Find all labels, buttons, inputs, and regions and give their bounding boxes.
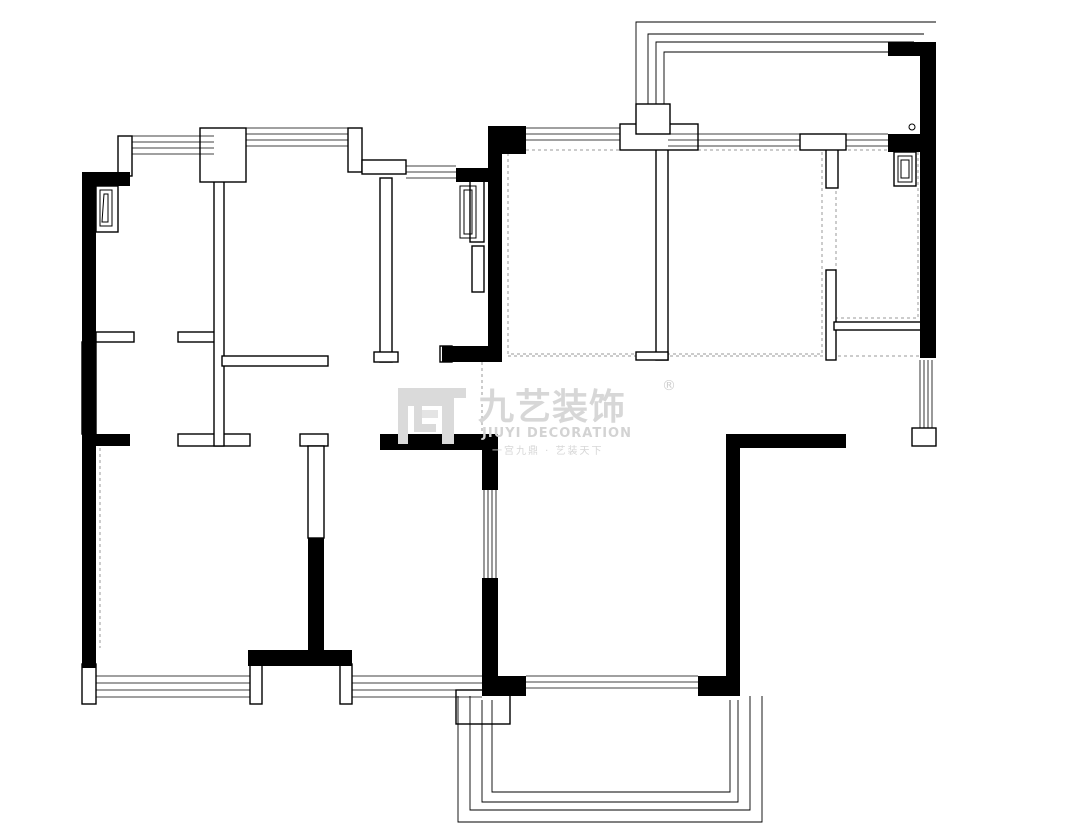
wall-solid-8 <box>482 578 498 696</box>
wall-solid-12 <box>888 134 936 152</box>
balcony-south-frame-2 <box>481 700 739 803</box>
balcony-north-frame-1 <box>647 33 924 104</box>
wall-solid-13 <box>726 434 846 448</box>
partition-14 <box>825 269 837 361</box>
watermark: 九艺装饰 ® JIUYI DECORATION 一宫九鼎 · 艺装天下 <box>392 378 692 462</box>
watermark-brand-en: JIUYI DECORATION <box>482 426 632 441</box>
wall-solid-19 <box>82 434 96 448</box>
partition-19 <box>347 127 363 173</box>
load-bearing-walls <box>82 42 936 696</box>
partition-20 <box>361 159 407 175</box>
sink-icon <box>99 189 113 227</box>
partition-29 <box>893 151 917 187</box>
partition-11 <box>635 351 669 361</box>
cabinet-icon <box>459 185 477 239</box>
watermark-brand-cn: 九艺装饰 <box>478 387 627 428</box>
wall-solid-0 <box>82 172 96 668</box>
wall-solid-1 <box>82 172 130 186</box>
partition-21 <box>117 135 133 177</box>
partition-4 <box>221 355 329 367</box>
partition-12 <box>825 145 839 189</box>
thin-walls-and-windows <box>81 21 937 823</box>
partition-1 <box>177 331 217 343</box>
partition-10 <box>655 145 669 361</box>
watermark-registered-mark: ® <box>662 378 676 394</box>
wall-solid-11 <box>920 42 936 358</box>
wall-solid-14 <box>726 434 740 696</box>
partition-18 <box>199 127 247 183</box>
wall-solid-17 <box>308 538 324 650</box>
partition-30 <box>911 427 937 447</box>
partition-6 <box>373 351 399 363</box>
partition-5 <box>379 177 393 363</box>
dashed-room-0 <box>507 149 659 355</box>
partition-17 <box>635 103 671 135</box>
balcony-south-frame-0 <box>457 696 763 823</box>
partition-23 <box>339 663 353 705</box>
partition-27 <box>471 245 485 293</box>
wall-solid-4 <box>456 168 488 182</box>
balcony-north-frame-2 <box>655 41 914 104</box>
partition-13 <box>799 133 847 151</box>
fixtures <box>99 123 916 239</box>
wall-solid-18 <box>96 434 130 446</box>
dashed-room-2 <box>835 149 919 319</box>
wall-solid-7 <box>482 434 498 490</box>
watermark-slogan: 一宫九鼎 · 艺装天下 <box>492 446 604 457</box>
partition-3 <box>213 175 225 447</box>
balcony-north-frame-0 <box>635 21 936 104</box>
dashed-room-1 <box>667 149 823 355</box>
drain-icon <box>908 123 916 131</box>
wall-solid-9 <box>482 676 526 696</box>
balcony-north-frame-3 <box>663 51 888 104</box>
wall-solid-5 <box>442 346 502 362</box>
partition-9 <box>307 445 325 539</box>
washer-icon <box>897 155 913 183</box>
balcony-south-frame-3 <box>491 700 731 793</box>
partition-15 <box>833 321 923 331</box>
wall-solid-16 <box>248 650 352 666</box>
partition-24 <box>81 663 97 705</box>
wall-solid-3 <box>488 126 502 362</box>
partition-28 <box>95 185 119 233</box>
brand-logo-icon <box>398 388 466 444</box>
wall-solid-15 <box>698 676 740 696</box>
partition-22 <box>249 663 263 705</box>
partition-0 <box>95 331 135 343</box>
balcony-south-frame-1 <box>469 696 751 811</box>
partition-8 <box>299 433 329 447</box>
